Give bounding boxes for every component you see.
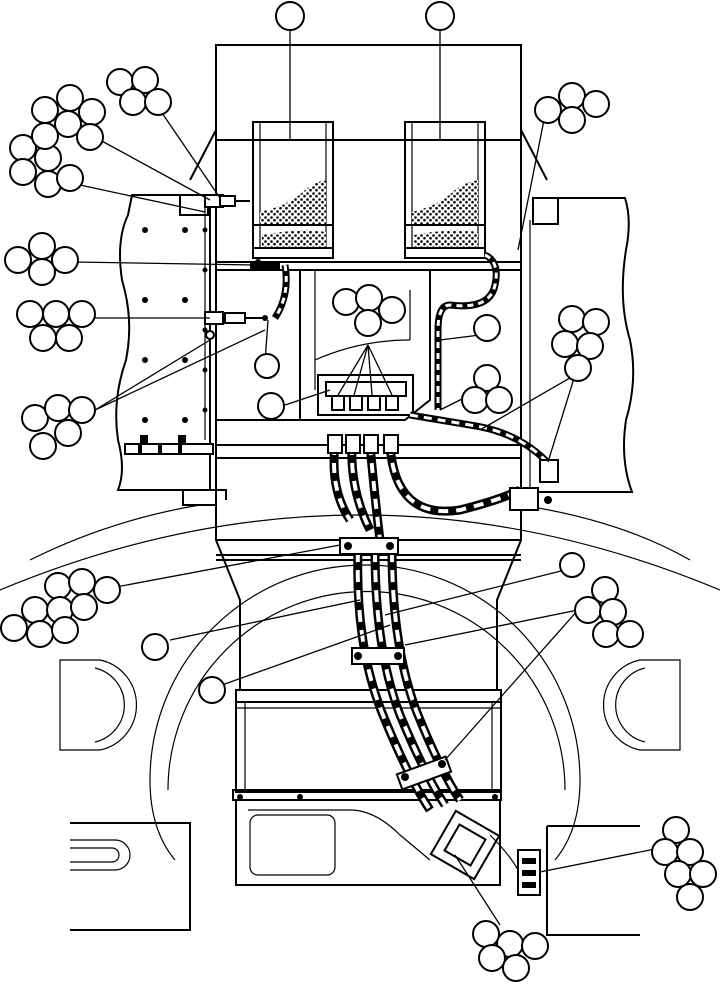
callout-group-center-valves bbox=[332, 284, 406, 337]
callout-group-right-hose bbox=[461, 364, 513, 414]
callout-group-top-right-hopper bbox=[425, 1, 455, 31]
left-side-panel bbox=[115, 194, 214, 491]
callout-group-center-single-a bbox=[254, 353, 280, 379]
callout-group-left-lower-single bbox=[141, 633, 169, 661]
right-side-panel bbox=[529, 197, 635, 493]
callout-group-left-f bbox=[21, 394, 96, 460]
callout-group-top-right bbox=[534, 82, 610, 134]
main-body bbox=[182, 44, 548, 886]
callout-group-upper-left-c bbox=[9, 122, 84, 198]
callout-group-left-lower bbox=[0, 568, 121, 648]
callout-group-center-single-b bbox=[257, 392, 285, 420]
callout-group-bottom-right bbox=[651, 816, 717, 911]
callout-group-bottom-center bbox=[472, 920, 549, 982]
left-fittings bbox=[204, 194, 280, 340]
leader-lines bbox=[74, 30, 661, 926]
callout-group-left-d bbox=[4, 232, 79, 286]
callout-group-lower-right bbox=[574, 576, 644, 648]
callout-group-left-e bbox=[16, 300, 96, 352]
hose-assembly bbox=[272, 251, 559, 896]
callout-group-hose-single bbox=[559, 552, 585, 578]
callout-group-center-single-c bbox=[473, 314, 501, 342]
left-hopper bbox=[252, 121, 334, 265]
callout-group-upper-left-b bbox=[31, 84, 106, 151]
callout-group-top-left-hopper bbox=[275, 1, 305, 31]
callout-group-upper-left-a bbox=[106, 66, 172, 116]
valve-block bbox=[331, 395, 399, 411]
valve-housing bbox=[216, 269, 431, 421]
callout-group-right-mid bbox=[551, 305, 610, 382]
bottom-side-blocks bbox=[70, 822, 640, 936]
right-hopper bbox=[404, 121, 486, 259]
callout-group-lower-left-single bbox=[198, 676, 226, 704]
